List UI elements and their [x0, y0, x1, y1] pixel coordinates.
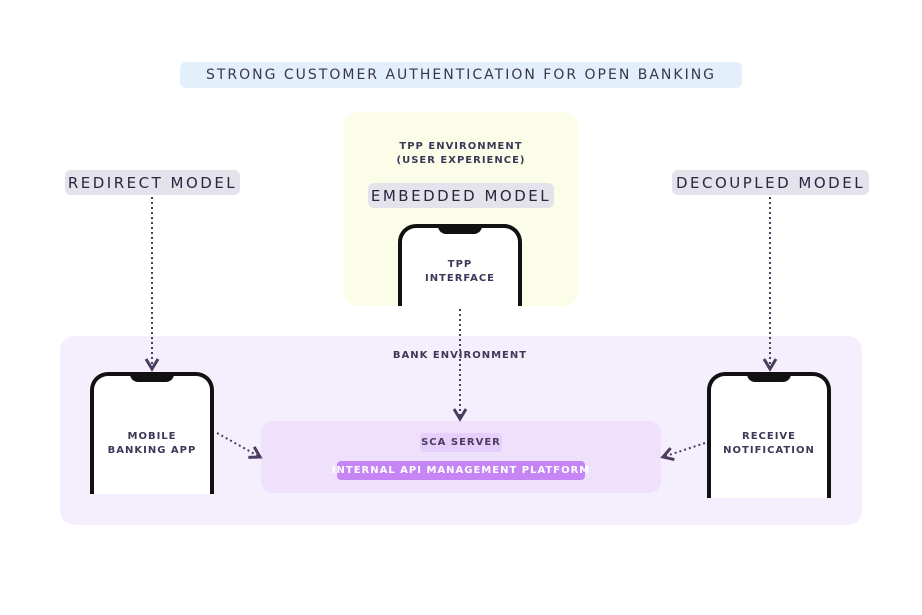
embedded-model-label: EMBEDDED MODEL: [368, 183, 554, 208]
tpp-interface-phone: TPP INTERFACE: [398, 224, 522, 306]
mobile-to-sca-arrow: [216, 432, 263, 459]
sca-server-pill: SCA SERVER: [420, 433, 502, 452]
notify-line2: NOTIFICATION: [723, 445, 815, 456]
mobile-banking-text: MOBILE BANKING APP: [94, 430, 210, 458]
api-platform-pill: INTERNAL API MANAGEMENT PLATFORM: [332, 461, 589, 480]
notification-to-sca-arrow: [660, 442, 706, 461]
tpp-environment-line1: TPP ENVIRONMENT: [399, 141, 523, 152]
notification-text: RECEIVE NOTIFICATION: [711, 430, 827, 458]
mobile-line2: BANKING APP: [107, 445, 197, 456]
phone-notch: [438, 228, 482, 234]
receive-notification-phone: RECEIVE NOTIFICATION: [707, 372, 831, 498]
tpp-environment-label: TPP ENVIRONMENT (USER EXPERIENCE): [344, 140, 578, 168]
decoupled-model-label: DECOUPLED MODEL: [672, 170, 869, 195]
phone-notch: [130, 376, 174, 382]
phone-notch: [747, 376, 791, 382]
mobile-banking-app-phone: MOBILE BANKING APP: [90, 372, 214, 494]
tpp-line2: INTERFACE: [424, 273, 496, 284]
notify-line1: RECEIVE: [742, 431, 796, 442]
tpp-interface-text: TPP INTERFACE: [402, 258, 518, 286]
mobile-line1: MOBILE: [127, 431, 177, 442]
tpp-line1: TPP: [447, 259, 473, 270]
tpp-environment-line2: (USER EXPERIENCE): [396, 155, 526, 166]
diagram-title: STRONG CUSTOMER AUTHENTICATION FOR OPEN …: [180, 62, 742, 88]
redirect-model-label: REDIRECT MODEL: [65, 170, 240, 195]
